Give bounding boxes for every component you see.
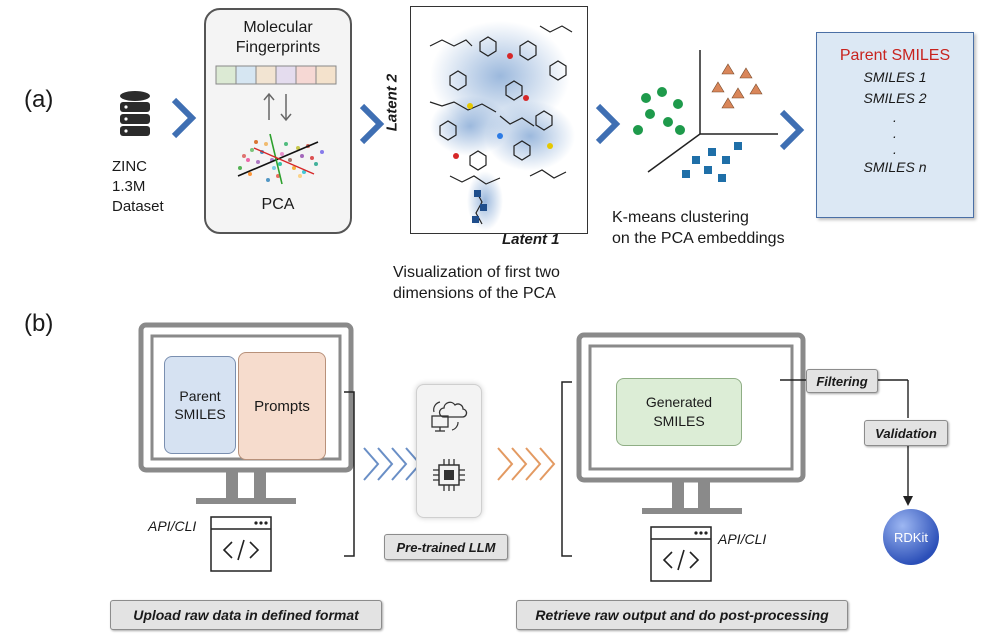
filtering-label: Filtering: [806, 369, 878, 393]
chevron-right-icon: [171, 97, 197, 139]
panel-a-label: (a): [24, 86, 54, 113]
llm-device: [416, 384, 482, 518]
smiles-item: SMILES n: [863, 159, 927, 175]
pretrained-llm-label: Pre-trained LLM: [384, 534, 508, 560]
parent-smiles-box: Parent SMILES: [164, 356, 236, 454]
parent-smiles-label-1: Parent: [179, 388, 221, 404]
code-window-icon: [210, 516, 272, 572]
dataset-label-1: ZINC: [112, 158, 147, 175]
api-cli-label-left: API/CLI: [148, 518, 197, 534]
panel-b-label: (b): [24, 310, 54, 337]
fingerprints-title-2: Fingerprints: [235, 39, 321, 56]
database-icon: [120, 91, 150, 136]
smiles-items: SMILES 1 SMILES 2 . . . SMILES n: [817, 67, 973, 178]
kmeans-caption: K-means clustering on the PCA embeddings: [612, 207, 785, 249]
generated-smiles-label-2: SMILES: [653, 413, 705, 429]
monitor-right-icon: [576, 332, 806, 514]
parent-smiles-title: Parent SMILES: [839, 47, 951, 64]
chevrons-orange-icon: [497, 447, 556, 481]
dataset-label-3: Dataset: [112, 198, 164, 215]
latent-1-label: Latent 1: [502, 231, 560, 248]
rdkit-logo-text: RDKit: [894, 530, 928, 545]
kmeans-caption-1: K-means clustering: [612, 209, 749, 226]
code-window-icon: [650, 526, 712, 582]
cloud-computer-icon: [431, 401, 468, 432]
latent-2-axis: Latent 2: [380, 72, 404, 142]
api-cli-label-right: API/CLI: [718, 531, 767, 547]
validation-label: Validation: [864, 420, 948, 446]
kmeans-caption-2: on the PCA embeddings: [612, 230, 785, 247]
viz-caption-1: Visualization of first two: [393, 264, 560, 281]
cpu-chip-icon: [433, 459, 465, 491]
chevron-right-icon: [779, 109, 805, 151]
chevrons-blue-icon: [363, 447, 422, 481]
upload-caption: Upload raw data in defined format: [110, 600, 382, 630]
smiles-list-box: Parent SMILES SMILES 1 SMILES 2 . . . SM…: [816, 32, 974, 218]
fingerprint-pca-graphic: [215, 65, 337, 185]
fingerprint-pca-box: [204, 8, 352, 234]
viz-caption: Visualization of first two dimensions of…: [393, 262, 560, 304]
pca-label: PCA: [261, 196, 295, 213]
chevron-right-icon: [359, 103, 385, 145]
smiles-item: .: [893, 125, 897, 141]
prompts-box: Prompts: [238, 352, 326, 460]
retrieve-caption: Retrieve raw output and do post-processi…: [516, 600, 848, 630]
smiles-item: .: [893, 141, 897, 157]
dataset-label-2: 1.3M: [112, 178, 146, 195]
latent-2-label: Latent 2: [383, 73, 401, 132]
parent-smiles-label-2: SMILES: [174, 406, 226, 422]
generated-smiles-box: Generated SMILES: [616, 378, 742, 446]
generated-smiles-label-1: Generated: [645, 394, 713, 410]
fingerprints-title-1: Molecular: [243, 19, 313, 36]
smiles-item: SMILES 2: [863, 90, 927, 106]
chevron-right-icon: [595, 103, 621, 145]
smiles-item: .: [893, 109, 897, 125]
bracket-left: [344, 391, 355, 557]
post-processing-connectors: [780, 379, 913, 506]
smiles-item: SMILES 1: [863, 69, 927, 85]
fingerprints-title: Molecular Fingerprints: [204, 18, 352, 58]
viz-caption-2: dimensions of the PCA: [393, 285, 556, 302]
latent-space-visualization: [410, 6, 588, 234]
bracket-right: [561, 381, 572, 557]
kmeans-scatter: [633, 50, 778, 182]
rdkit-logo: RDKit: [883, 509, 939, 565]
